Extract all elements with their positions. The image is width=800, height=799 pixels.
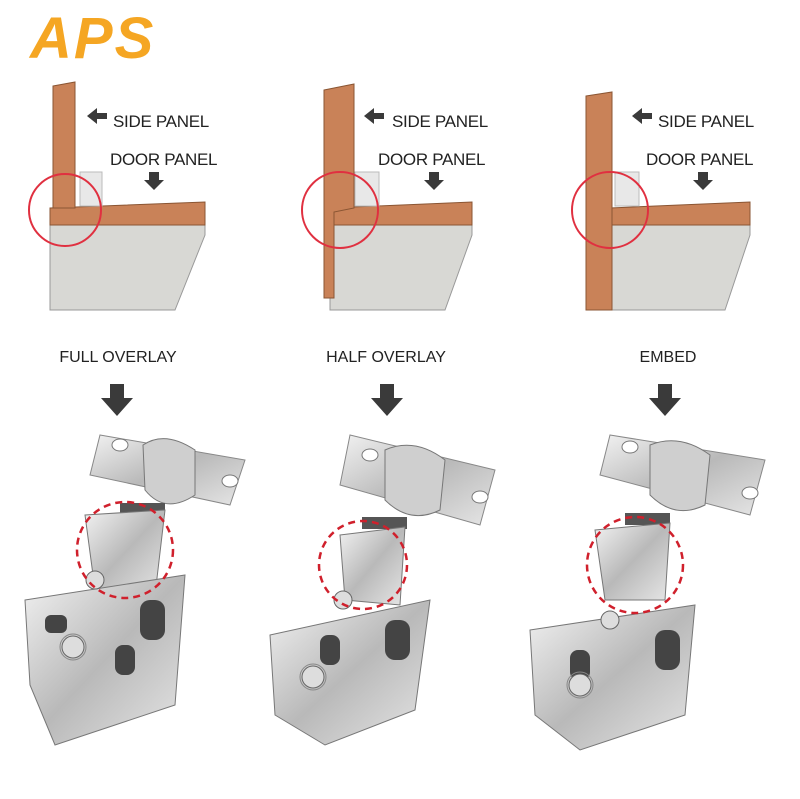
down-arrow-icon: [371, 384, 403, 416]
half-overlay-hinge-image: [269, 434, 496, 746]
half-overlay-label: HALF OVERLAY: [326, 349, 446, 366]
door-panel-label: DOOR PANEL: [378, 150, 486, 169]
aps-logo: APS: [30, 6, 156, 71]
full-overlay-hinge-image: [24, 434, 246, 746]
side-panel-label: SIDE PANEL: [658, 112, 754, 131]
door-panel-label: DOOR PANEL: [110, 150, 218, 169]
embed-hinge-image: [529, 434, 766, 751]
full-overlay-label: FULL OVERLAY: [59, 349, 177, 366]
half-overlay-diagram: SIDE PANEL DOOR PANEL: [300, 80, 550, 320]
embed-label: EMBED: [639, 349, 697, 366]
door-panel-label: DOOR PANEL: [646, 150, 754, 169]
down-arrow-icon: [649, 384, 681, 416]
down-arrow-icon: [101, 384, 133, 416]
embed-diagram: SIDE PANEL DOOR PANEL: [560, 80, 800, 320]
full-overlay-diagram: SIDE PANEL DOOR PANEL: [25, 80, 275, 320]
side-panel-label: SIDE PANEL: [392, 112, 488, 131]
side-panel-label: SIDE PANEL: [113, 112, 209, 131]
